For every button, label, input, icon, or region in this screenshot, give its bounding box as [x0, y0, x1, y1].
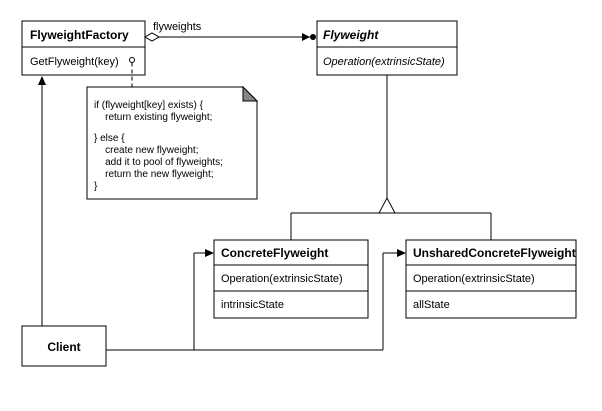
- flyweight-factory-name: FlyweightFactory: [30, 28, 129, 42]
- class-client: Client: [21, 325, 107, 367]
- flyweight-name: Flyweight: [323, 28, 379, 42]
- note-fold-icon: [242, 85, 259, 102]
- note-line: add it to pool of flyweights;: [94, 157, 223, 168]
- unshared-concrete-flyweight-operation: Operation(extrinsicState): [413, 273, 535, 285]
- association-label: flyweights: [153, 21, 202, 33]
- arrowhead-icon: [205, 249, 214, 257]
- flyweight-factory-box: [21, 20, 146, 76]
- note-box: [86, 86, 258, 200]
- client-to-flyweights-associations: [106, 249, 406, 351]
- class-flyweight-factory: FlyweightFactory GetFlyweight(key): [21, 20, 146, 76]
- aggregation-flyweights: flyweights: [143, 21, 316, 42]
- arrowhead-icon: [397, 249, 406, 257]
- note-line: return existing flyweight;: [94, 112, 212, 123]
- note-body: if (flyweight[key] exists) { return exis…: [94, 100, 226, 192]
- unshared-concrete-flyweight-box: [405, 239, 577, 319]
- arrowhead-icon: [38, 76, 46, 85]
- concrete-flyweight-operation: Operation(extrinsicState): [221, 273, 343, 285]
- class-concrete-flyweight: ConcreteFlyweight Operation(extrinsicSta…: [213, 239, 369, 319]
- note-anchor-dot-icon: [129, 57, 135, 63]
- flyweight-box: [316, 20, 458, 76]
- implementation-note: if (flyweight[key] exists) { return exis…: [86, 85, 259, 200]
- unshared-concrete-flyweight-name: UnsharedConcreteFlyweight: [413, 246, 576, 260]
- class-unshared-concrete-flyweight: UnsharedConcreteFlyweight Operation(extr…: [405, 239, 577, 319]
- note-anchor: [129, 57, 135, 87]
- note-line: } else {: [94, 133, 125, 144]
- note-line: return the new flyweight;: [94, 169, 214, 180]
- inheritance-triangle-icon: [378, 196, 396, 214]
- concrete-flyweight-box: [213, 239, 369, 319]
- aggregation-diamond-icon: [143, 32, 161, 42]
- multiplicity-dot-icon: [310, 34, 316, 40]
- note-line: create new flyweight;: [94, 145, 199, 156]
- note-line: }: [94, 181, 98, 192]
- flyweight-operation: Operation(extrinsicState): [323, 56, 445, 68]
- unshared-concrete-flyweight-attribute: allState: [413, 299, 450, 311]
- concrete-flyweight-attribute: intrinsicState: [221, 299, 284, 311]
- client-box: [21, 325, 107, 367]
- flyweight-factory-operation: GetFlyweight(key): [30, 56, 119, 68]
- class-flyweight: Flyweight Operation(extrinsicState): [316, 20, 458, 76]
- concrete-flyweight-name: ConcreteFlyweight: [221, 246, 328, 260]
- generalization-hierarchy: [290, 75, 492, 240]
- client-to-factory-association: [38, 76, 46, 326]
- client-name: Client: [47, 340, 80, 354]
- association-arrowhead-icon: [302, 33, 310, 41]
- note-line: if (flyweight[key] exists) {: [94, 100, 204, 111]
